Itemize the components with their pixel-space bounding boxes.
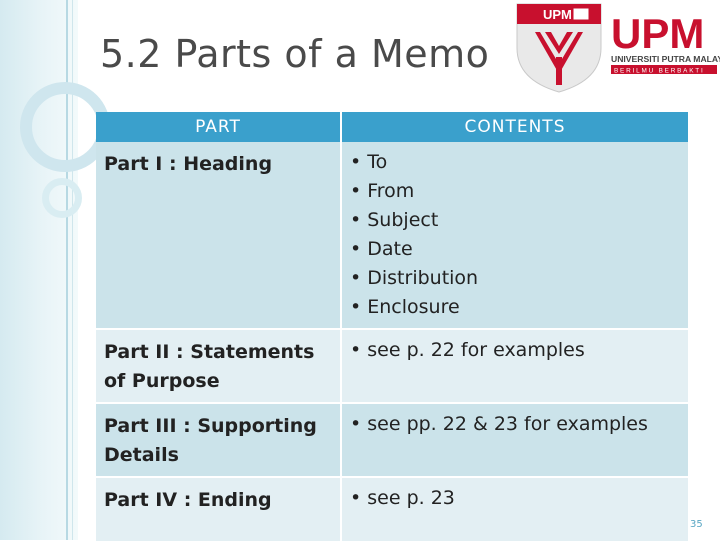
table-row: Part III : Supporting Details • see pp. … — [96, 402, 688, 477]
list-item: • Subject — [350, 209, 439, 231]
decorative-line — [66, 0, 68, 540]
table-row: Part I : Heading • To • From • Subject •… — [96, 142, 688, 329]
decorative-line — [72, 0, 73, 540]
slide-title: 5.2 Parts of a Memo — [100, 32, 490, 76]
page-number: 35 — [690, 519, 703, 530]
part-cell: Part II : Statements of Purpose — [96, 328, 342, 403]
list-item: • From — [350, 180, 415, 202]
logo-motto: BERILMU BERBAKTI — [614, 68, 705, 75]
table-header-row: PART CONTENTS — [96, 112, 688, 142]
shield-text: UPM — [543, 7, 572, 22]
list-item: • Distribution — [350, 267, 479, 289]
table-row: Part II : Statements of Purpose • see p.… — [96, 328, 688, 403]
upm-logo: UPM UPM UNIVERSITI PUTRA MALAYSIA BERILM… — [515, 2, 720, 94]
logo-university-name: UNIVERSITI PUTRA MALAYSIA — [611, 54, 720, 64]
column-header-part: PART — [96, 112, 342, 142]
list-item: • Enclosure — [350, 296, 460, 318]
logo-wordmark: UPM — [611, 10, 704, 57]
part-cell: Part I : Heading — [96, 142, 342, 329]
decorative-side-band — [0, 0, 110, 540]
contents-cell: • see p. 23 — [341, 476, 688, 541]
column-header-contents: CONTENTS — [341, 112, 688, 142]
decorative-ring — [42, 178, 82, 218]
list-item: • Date — [350, 238, 413, 260]
list-item: • To — [350, 151, 388, 173]
contents-cell: • see p. 22 for examples — [341, 328, 688, 403]
part-cell: Part IV : Ending — [96, 476, 342, 541]
part-cell: Part III : Supporting Details — [96, 402, 342, 477]
contents-cell: • To • From • Subject • Date • Distribut… — [341, 142, 688, 329]
memo-parts-table: PART CONTENTS Part I : Heading • To • Fr… — [96, 112, 688, 541]
table-row: Part IV : Ending • see p. 23 — [96, 476, 688, 541]
contents-cell: • see pp. 22 & 23 for examples — [341, 402, 688, 477]
